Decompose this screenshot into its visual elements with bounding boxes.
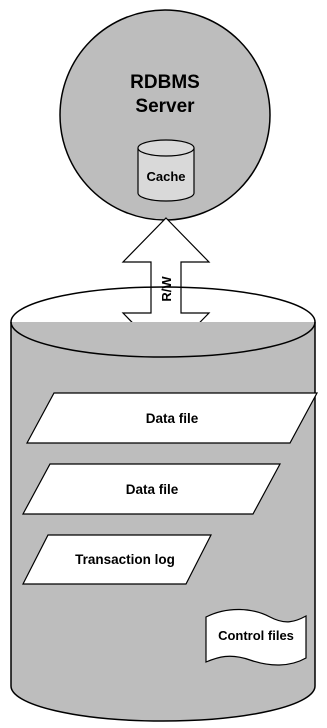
rw-label: R/W — [159, 276, 174, 302]
server-title-line1: RDBMS — [130, 72, 200, 93]
data-file-2: Data file — [21, 463, 282, 515]
server-title-line2: Server — [135, 96, 195, 117]
data-file-1: Data file — [25, 392, 319, 444]
document-icon — [205, 608, 307, 666]
control-files: Control files — [205, 608, 307, 666]
control-files-label: Control files — [218, 628, 294, 643]
data-file-2-label: Data file — [126, 482, 179, 497]
transaction-log-label: Transaction log — [75, 552, 175, 567]
data-file-1-label: Data file — [146, 411, 199, 426]
cache-cylinder: Cache — [137, 139, 195, 202]
rdbms-server: RDBMS Server Cache — [59, 9, 271, 221]
transaction-log: Transaction log — [22, 534, 212, 585]
cache-label: Cache — [146, 169, 185, 184]
